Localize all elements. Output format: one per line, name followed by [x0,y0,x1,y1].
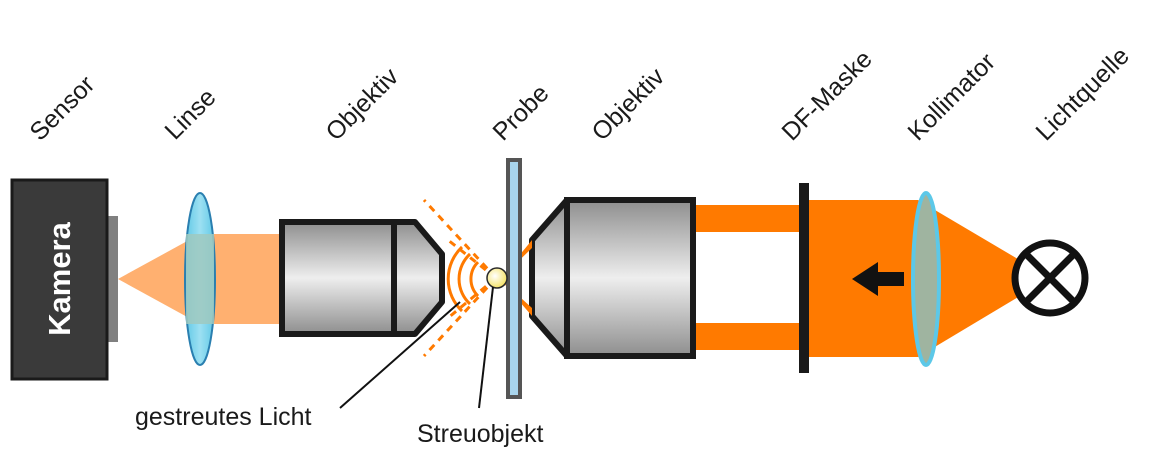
label-objektiv-left: Objektiv [320,62,404,146]
scatter-object-label: Streuobjekt [417,420,544,448]
label-linse: Linse [159,83,221,145]
camera-label: Kamera [42,221,77,335]
scatter-object-leader [478,286,494,409]
label-df-maske: DF-Maske [776,45,877,146]
label-kollimator: Kollimator [902,48,1000,146]
label-objektiv-right: Objektiv [586,62,670,146]
objective-right [529,197,696,359]
arrow-left-icon [852,262,904,296]
beam-ring-bottom [690,323,802,350]
sample-slide [506,158,522,399]
light-cone [918,200,1050,357]
light-source-icon [1011,239,1089,317]
scattered-rays [422,198,498,358]
label-sensor: Sensor [24,70,100,146]
scattered-light-label: gestreutes Licht [135,403,312,431]
label-probe: Probe [487,79,554,146]
collimator-lens [911,191,941,367]
camera-body [10,178,109,381]
objective-left [279,219,445,337]
label-lichtquelle: Lichtquelle [1030,42,1134,146]
scattered-light-leader [339,301,461,409]
beam-ring-top [690,205,802,232]
camera-connector [106,216,118,342]
lens-beam-overlay [186,234,214,324]
df-mask [799,183,809,373]
scatter-object [486,267,508,289]
